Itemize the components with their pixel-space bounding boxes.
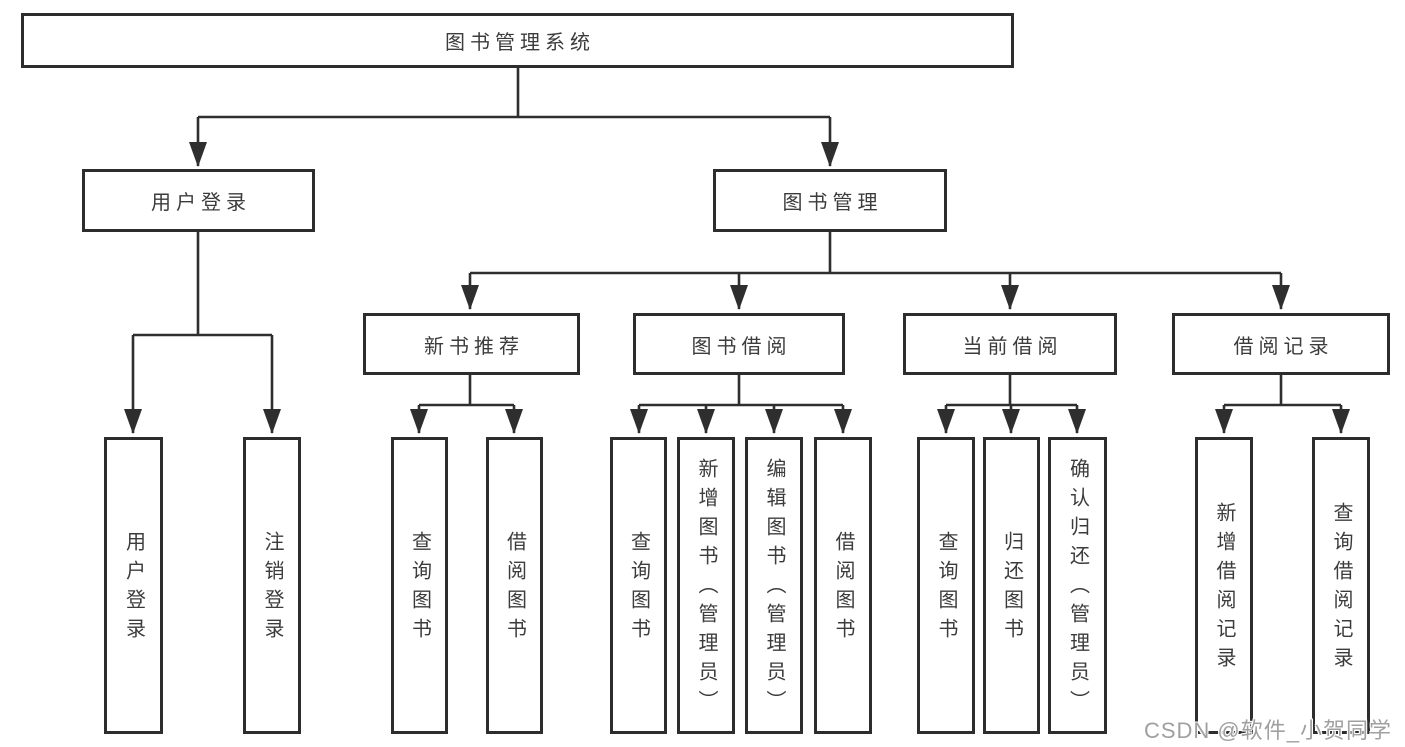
node-root-library-system: 图书管理系统	[21, 13, 1014, 68]
leaf-borrow-books-2: 借阅图书	[814, 437, 872, 734]
leaf-add-books-admin: 新增图书（管理员）	[677, 437, 735, 734]
leaf-edit-books-admin: 编辑图书（管理员）	[745, 437, 803, 734]
leaf-return-books: 归还图书	[983, 437, 1040, 734]
node-borrowing-records: 借阅记录	[1172, 313, 1390, 375]
leaf-user-login: 用户登录	[104, 437, 163, 734]
csdn-watermark: CSDN @软件_小贺同学	[1143, 718, 1392, 743]
leaf-query-borrow-record: 查询借阅记录	[1312, 437, 1370, 734]
node-book-management: 图书管理	[713, 169, 947, 232]
leaf-confirm-return-admin: 确认归还（管理员）	[1048, 437, 1107, 734]
leaf-query-books-1: 查询图书	[391, 437, 448, 734]
node-new-book-recommend: 新书推荐	[363, 313, 580, 375]
node-book-borrowing: 图书借阅	[633, 313, 845, 375]
node-user-login: 用户登录	[82, 169, 315, 232]
leaf-borrow-books-1: 借阅图书	[486, 437, 543, 734]
node-current-borrowing: 当前借阅	[903, 313, 1117, 375]
leaf-logout: 注销登录	[243, 437, 301, 734]
leaf-query-books-3: 查询图书	[917, 437, 975, 734]
leaf-add-borrow-record: 新增借阅记录	[1195, 437, 1253, 734]
leaf-query-books-2: 查询图书	[610, 437, 667, 734]
